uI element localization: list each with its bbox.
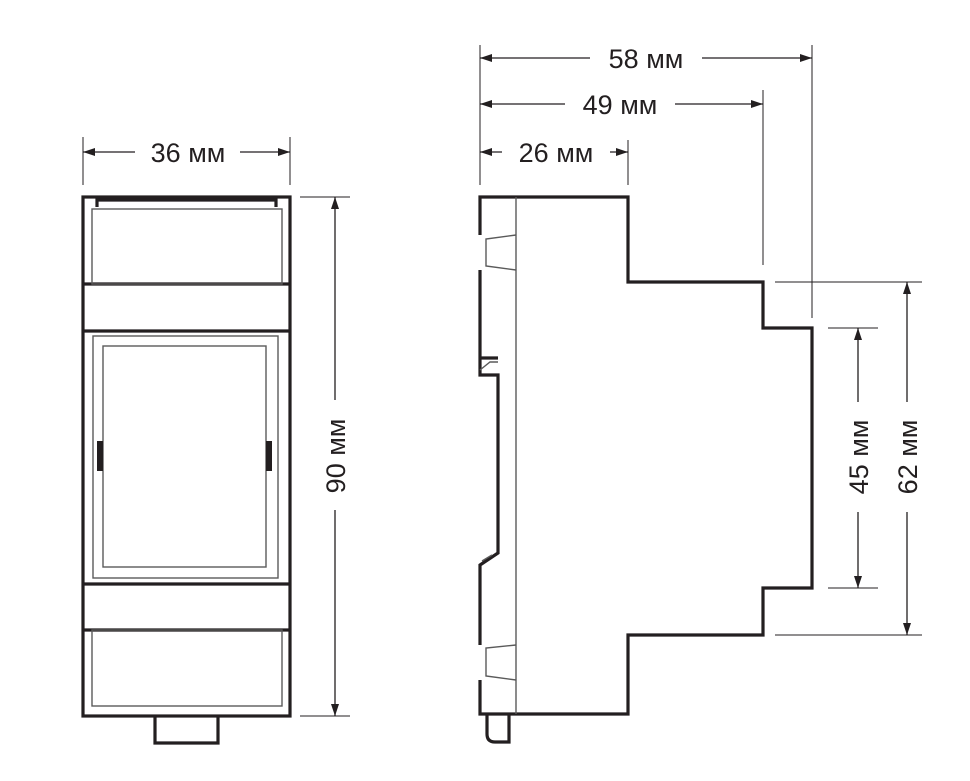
- front-outline: [81, 195, 292, 718]
- side-outline: [478, 195, 814, 716]
- top-terminal-cover: [91, 208, 283, 285]
- height-45-label: 45 мм: [844, 420, 874, 495]
- top-notch: [485, 234, 517, 271]
- left-latch: [97, 441, 103, 471]
- width-label: 36 мм: [151, 138, 226, 168]
- depth-26-label: 26 мм: [519, 138, 594, 168]
- side-dimensions: 58 мм 49 мм 26 мм 45 мм 62 мм: [479, 44, 923, 636]
- side-view: [478, 195, 814, 744]
- din-pin: [485, 714, 511, 744]
- bottom-terminal-cover: [91, 629, 283, 707]
- front-dimensions: 36 мм 90 мм: [82, 137, 351, 717]
- din-clip: [153, 716, 220, 745]
- front-window: [102, 345, 267, 568]
- height-label: 90 мм: [321, 419, 351, 494]
- front-window-frame: [92, 335, 279, 579]
- depth-49-label: 49 мм: [583, 90, 658, 120]
- front-view: [81, 195, 292, 745]
- right-latch: [266, 441, 272, 471]
- depth-58-label: 58 мм: [609, 44, 684, 74]
- bottom-notch: [485, 644, 517, 681]
- height-62-label: 62 мм: [893, 420, 923, 495]
